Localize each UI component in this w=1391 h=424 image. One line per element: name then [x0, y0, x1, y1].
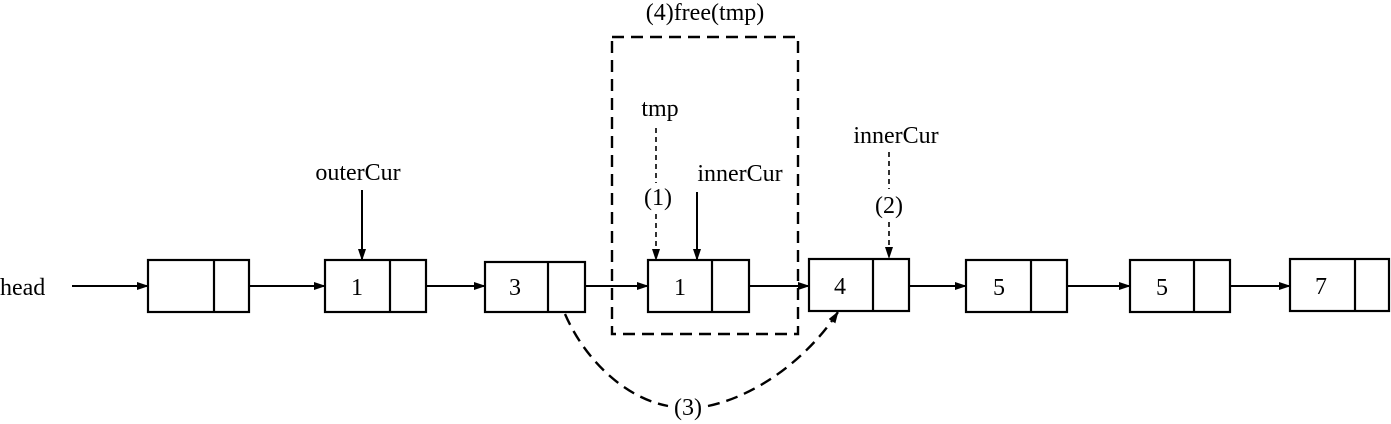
bypass-link-right — [707, 311, 840, 408]
inner-cur-new-label: innerCur — [853, 123, 938, 149]
inner-cur-old-label: innerCur — [697, 161, 782, 187]
node-value: 3 — [509, 275, 521, 301]
node-value: 4 — [834, 274, 846, 300]
list-node-2: 3 — [483, 260, 587, 314]
head-label: head — [0, 275, 45, 301]
list-node-4: 4 — [807, 257, 911, 313]
step3-label: (3) — [674, 395, 702, 421]
tmp-label: tmp — [641, 96, 678, 122]
bypass-link-left — [563, 313, 669, 408]
list-node-6: 5 — [1128, 258, 1232, 314]
free-tmp-box — [610, 35, 800, 336]
list-node-7: 7 — [1288, 257, 1391, 313]
step4-label: (4)free(tmp) — [646, 0, 765, 26]
node-value: 5 — [993, 275, 1005, 301]
step2-label: (2) — [875, 193, 903, 219]
list-node-3: 1 — [646, 258, 751, 314]
list-node-0 — [146, 258, 251, 314]
node-value: 1 — [351, 275, 363, 301]
list-node-5: 5 — [964, 258, 1069, 314]
node-value: 1 — [674, 275, 686, 301]
node-value: 7 — [1315, 274, 1327, 300]
step1-label: (1) — [644, 185, 672, 211]
node-value: 5 — [1156, 275, 1168, 301]
outer-cur-label: outerCur — [315, 160, 400, 186]
list-node-1: 1 — [323, 258, 428, 314]
